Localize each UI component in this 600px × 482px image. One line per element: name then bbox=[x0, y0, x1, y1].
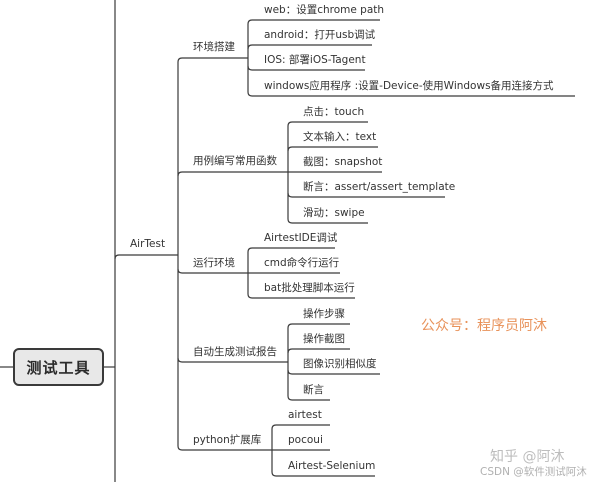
branch-python-libs[interactable]: python扩展库 bbox=[193, 434, 262, 446]
leaf-assert[interactable]: 断言：assert/assert_template bbox=[303, 181, 456, 193]
leaf-android[interactable]: android：打开usb调试 bbox=[264, 29, 376, 41]
leaf-airtest-selenium[interactable]: Airtest-Selenium bbox=[288, 460, 376, 472]
leaf-steps[interactable]: 操作步骤 bbox=[303, 308, 345, 320]
zhihu-watermark: 知乎 @阿沐 bbox=[490, 449, 565, 465]
branch-run-env[interactable]: 运行环境 bbox=[193, 257, 235, 269]
branch-env-setup[interactable]: 环境搭建 bbox=[193, 41, 235, 53]
leaf-snapshot[interactable]: 截图：snapshot bbox=[303, 156, 383, 168]
csdn-watermark: CSDN @软件测试阿沐 bbox=[480, 466, 587, 478]
leaf-pocoui[interactable]: pocoui bbox=[288, 434, 323, 446]
leaf-airtestide[interactable]: AirtestIDE调试 bbox=[264, 232, 338, 244]
root-node[interactable]: 测试工具 bbox=[13, 348, 104, 386]
root-label: 测试工具 bbox=[26, 358, 91, 377]
leaf-web[interactable]: web：设置chrome path bbox=[264, 4, 385, 16]
leaf-cmd[interactable]: cmd命令行运行 bbox=[264, 257, 340, 269]
leaf-bat[interactable]: bat批处理脚本运行 bbox=[264, 282, 355, 294]
leaf-swipe[interactable]: 滑动：swipe bbox=[303, 207, 365, 219]
branch-report[interactable]: 自动生成测试报告 bbox=[193, 346, 277, 358]
leaf-similarity[interactable]: 图像识别相似度 bbox=[303, 358, 377, 370]
leaf-text[interactable]: 文本输入：text bbox=[303, 131, 377, 143]
leaf-touch[interactable]: 点击：touch bbox=[303, 106, 365, 118]
leaf-ios[interactable]: IOS: 部署iOS-Tagent bbox=[264, 54, 366, 66]
leaf-screenshots[interactable]: 操作截图 bbox=[303, 333, 345, 345]
leaf-windows[interactable]: windows应用程序 :设置-Device-使用Windows备用连接方式 bbox=[264, 80, 554, 92]
airtest-node[interactable]: AirTest bbox=[130, 238, 166, 250]
branch-common-functions[interactable]: 用例编写常用函数 bbox=[193, 155, 277, 167]
wechat-watermark: 公众号：程序员阿沐 bbox=[421, 318, 547, 334]
leaf-assertion[interactable]: 断言 bbox=[303, 384, 324, 396]
leaf-airtest[interactable]: airtest bbox=[288, 409, 322, 421]
